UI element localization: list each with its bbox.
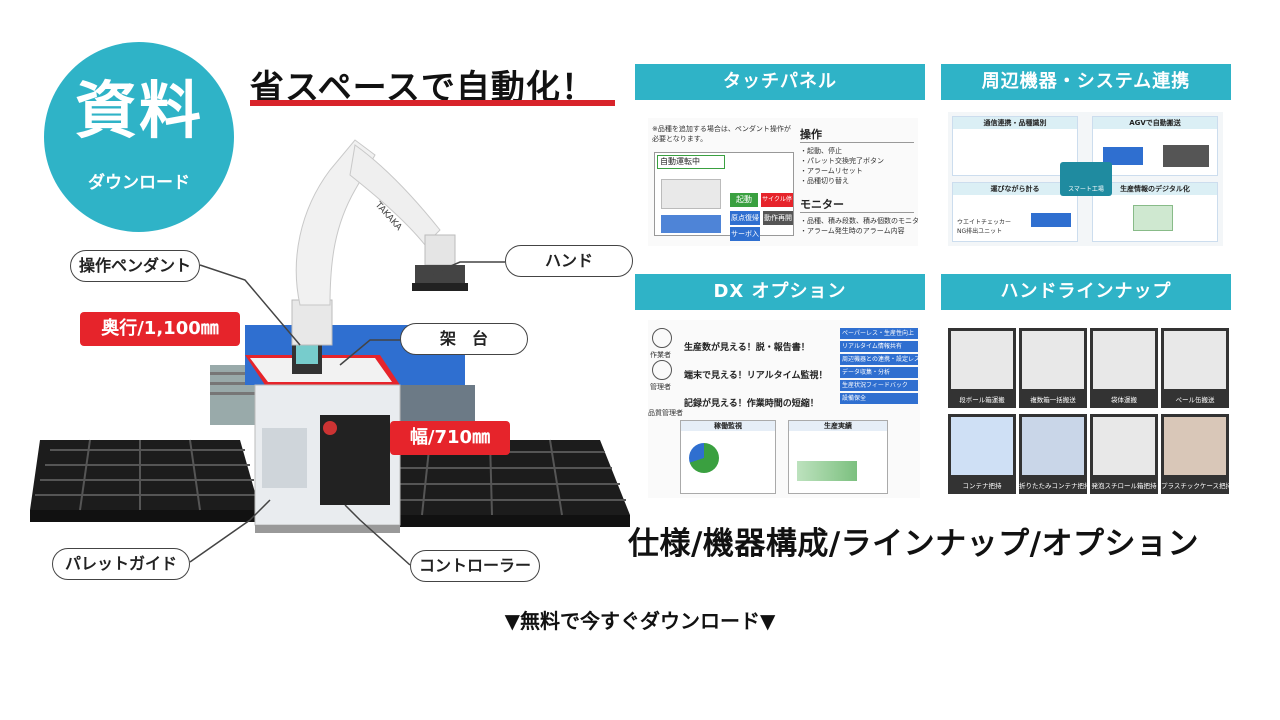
- left-pallet: [30, 439, 260, 522]
- lineup-item: コンテナ把持: [948, 414, 1016, 494]
- dx-line-1: 生産数が見える！脱・報告書！: [684, 343, 810, 353]
- lineup-item: 袋体運搬: [1090, 328, 1158, 408]
- callout-pendant: 操作ペンダント: [70, 250, 200, 282]
- download-badge[interactable]: 資料 ダウンロード: [44, 42, 234, 232]
- lineup-item: 発泡スチロール箱把持: [1090, 414, 1158, 494]
- headline-underline: [250, 100, 615, 106]
- touch-op-2: ・パレット交換完了ボタン: [800, 157, 884, 165]
- touch-note: ※品種を追加する場合は、ペンダント操作が必要となります。: [652, 125, 791, 143]
- touch-btn-cycle-stop: サイクル停止: [761, 193, 793, 217]
- touch-monitor-1: ・品種、積み段数、積み個数のモニタ: [800, 217, 918, 225]
- callout-pallet-guide: パレットガイド: [52, 548, 190, 580]
- spec-text: 仕様/機器構成/ラインナップ/オプション: [628, 526, 1199, 562]
- panel-touch-title: タッチパネル: [635, 64, 925, 100]
- lineup-item: ペール缶搬送: [1161, 328, 1229, 408]
- callout-controller: コントローラー: [410, 550, 540, 582]
- dx-tags: ペーパーレス・生産性向上 リアルタイム情報共有 周辺機器との連携・設定レス デー…: [840, 328, 918, 404]
- panel-dx-body: 作業者 管理者 品質管理者 生産数が見える！脱・報告書！ 端末で見える！リアルタ…: [648, 320, 920, 498]
- touch-btn-home: 原点復帰: [730, 211, 760, 225]
- dx-screen-monitor: 稼働監視: [680, 420, 776, 494]
- badge-subtitle: ダウンロード: [88, 173, 190, 193]
- dx-role-3: 品質管理者: [648, 409, 683, 417]
- touch-op-4: ・品種切り替え: [800, 177, 849, 185]
- touch-monitor-2: ・アラーム発生時のアラーム内容: [800, 227, 905, 235]
- download-cta[interactable]: ▼無料で今すぐダウンロード▼: [504, 609, 776, 633]
- callout-width: 幅/710㎜: [390, 421, 510, 455]
- panel-system-title: 周辺機器・システム連携: [941, 64, 1231, 100]
- dx-screen-results: 生産実績: [788, 420, 888, 494]
- panel-lineup-body: 段ボール箱運搬 複数箱一括搬送 袋体運搬 ペール缶搬送 コンテナ把持 折りたたみ…: [948, 328, 1232, 498]
- lineup-item: 複数箱一括搬送: [1019, 328, 1087, 408]
- system-card-3: 運びながら計る ウエイトチェッカー NG排出ユニット: [952, 182, 1078, 242]
- callout-hand: ハンド: [505, 245, 633, 277]
- touch-op-1: ・起動、停止: [800, 147, 842, 155]
- system-card-1: 通信連携・品種識別: [952, 116, 1078, 176]
- callout-stand: 架 台: [400, 323, 528, 355]
- touch-btn-start: 起動: [730, 193, 758, 207]
- system-card-4: 生産情報のデジタル化: [1092, 182, 1218, 242]
- touch-screen-mock: 自動運転中 起動 サイクル停止 原点復帰 動作再開 サーボ入: [654, 152, 794, 241]
- system-card-2: AGVで自動搬送: [1092, 116, 1218, 176]
- touch-monitor-title: モニター: [800, 198, 844, 211]
- lineup-item: 折りたたみコンテナ把持: [1019, 414, 1091, 494]
- touch-btn-resume: 動作再開: [763, 211, 793, 225]
- touch-ops-title: 操作: [800, 128, 822, 141]
- system-smart-factory: スマート工場: [1060, 162, 1112, 196]
- callout-depth: 奥行/1,100㎜: [80, 312, 240, 346]
- dx-line-2: 端末で見える！リアルタイム監視！: [684, 371, 828, 381]
- touch-btn-servo: サーボ入: [730, 227, 760, 241]
- dx-role-2: 管理者: [650, 383, 671, 391]
- dx-role-1: 作業者: [650, 351, 671, 359]
- panel-lineup-title: ハンドラインナップ: [941, 274, 1231, 310]
- panel-dx-title: DX オプション: [635, 274, 925, 310]
- badge-title: 資料: [74, 74, 203, 147]
- panel-system-body: 通信連携・品種識別 AGVで自動搬送 運びながら計る ウエイトチェッカー NG排…: [948, 112, 1223, 246]
- panel-touch-body: ※品種を追加する場合は、ペンダント操作が必要となります。 自動運転中 起動 サイ…: [648, 118, 918, 246]
- touch-op-3: ・アラームリセット: [800, 167, 863, 175]
- lineup-item: 段ボール箱運搬: [948, 328, 1016, 408]
- robot-palletizer-illustration: TAKAKA: [30, 139, 630, 533]
- lineup-item: プラスチックケース把持: [1161, 414, 1232, 494]
- touch-status: 自動運転中: [657, 155, 725, 169]
- dx-line-3: 記録が見える！作業時間の短縮！: [684, 399, 819, 409]
